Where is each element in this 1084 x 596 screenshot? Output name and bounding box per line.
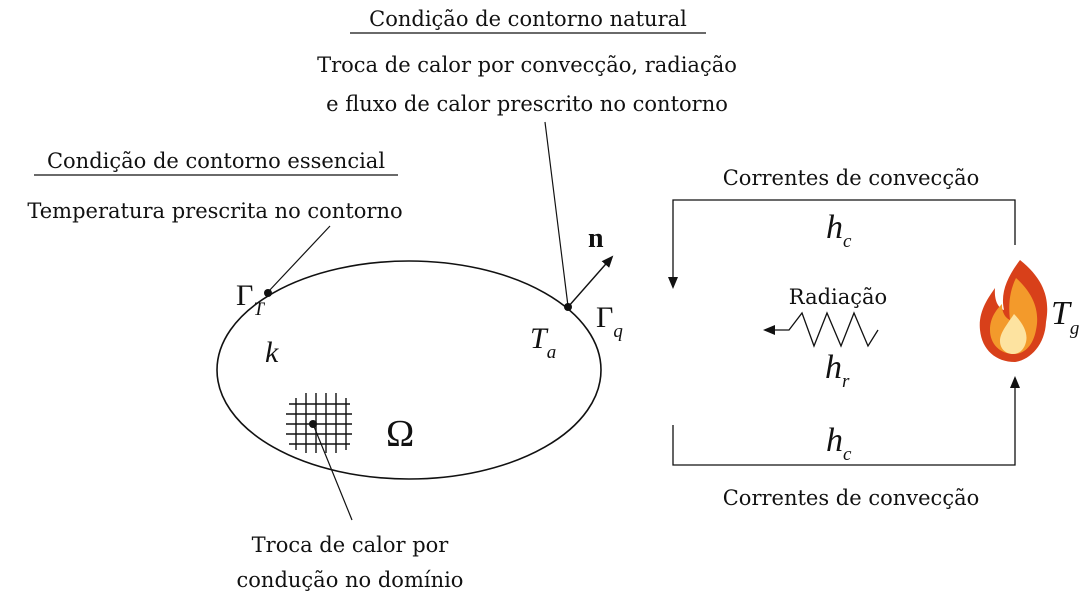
gamma-q-label: Γq: [596, 301, 623, 342]
domain-ellipse: [216, 260, 602, 480]
gamma-T-subscript: T: [253, 299, 265, 320]
convection-top-path: [668, 199, 1016, 289]
conduction-leader: [312, 423, 353, 521]
gamma-T-point: [264, 289, 272, 297]
essential-bc-text: Temperatura prescrita no contorno: [27, 199, 402, 223]
gamma-T-label: ΓT: [236, 279, 265, 320]
T-g-label: Tg: [1051, 295, 1079, 339]
conductivity-label: k: [265, 336, 279, 369]
natural-bc-line2: e fluxo de calor prescrito no contorno: [326, 92, 728, 116]
gamma-q-subscript: q: [613, 321, 623, 342]
h-c-bottom-subscript: c: [843, 444, 852, 465]
conduction-note-line2: condução no domínio: [237, 568, 464, 592]
essential-bc-leader: [267, 225, 331, 293]
radiation-label: Radiação: [789, 285, 887, 309]
T-g-subscript: g: [1070, 318, 1080, 339]
convection-bottom-label: Correntes de convecção: [723, 486, 980, 510]
h-c-bottom-label: hc: [826, 422, 852, 465]
natural-bc-leader: [544, 121, 569, 307]
h-c-top-label: hc: [826, 209, 852, 252]
mesh-grid-icon: [286, 393, 352, 453]
natural-bc-line1: Troca de calor por convecção, radiação: [317, 53, 737, 77]
convection-top-label: Correntes de convecção: [723, 166, 980, 190]
normal-vector-label: n: [588, 223, 604, 254]
h-r-subscript: r: [842, 371, 850, 392]
convection-bottom-path: [672, 376, 1020, 466]
radiation-wave: [763, 311, 879, 348]
T-a-subscript: a: [547, 342, 557, 363]
T-a-label: Ta: [530, 322, 556, 363]
normal-vector-arrow: [567, 255, 614, 308]
fire-icon: [979, 260, 1048, 362]
conduction-note-line1: Troca de calor por: [252, 533, 450, 557]
essential-bc-title: Condição de contorno essencial: [47, 149, 385, 173]
h-r-label: hr: [825, 349, 850, 392]
omega-label: Ω: [386, 413, 414, 455]
h-c-top-subscript: c: [843, 231, 852, 252]
natural-bc-title: Condição de contorno natural: [369, 7, 687, 31]
